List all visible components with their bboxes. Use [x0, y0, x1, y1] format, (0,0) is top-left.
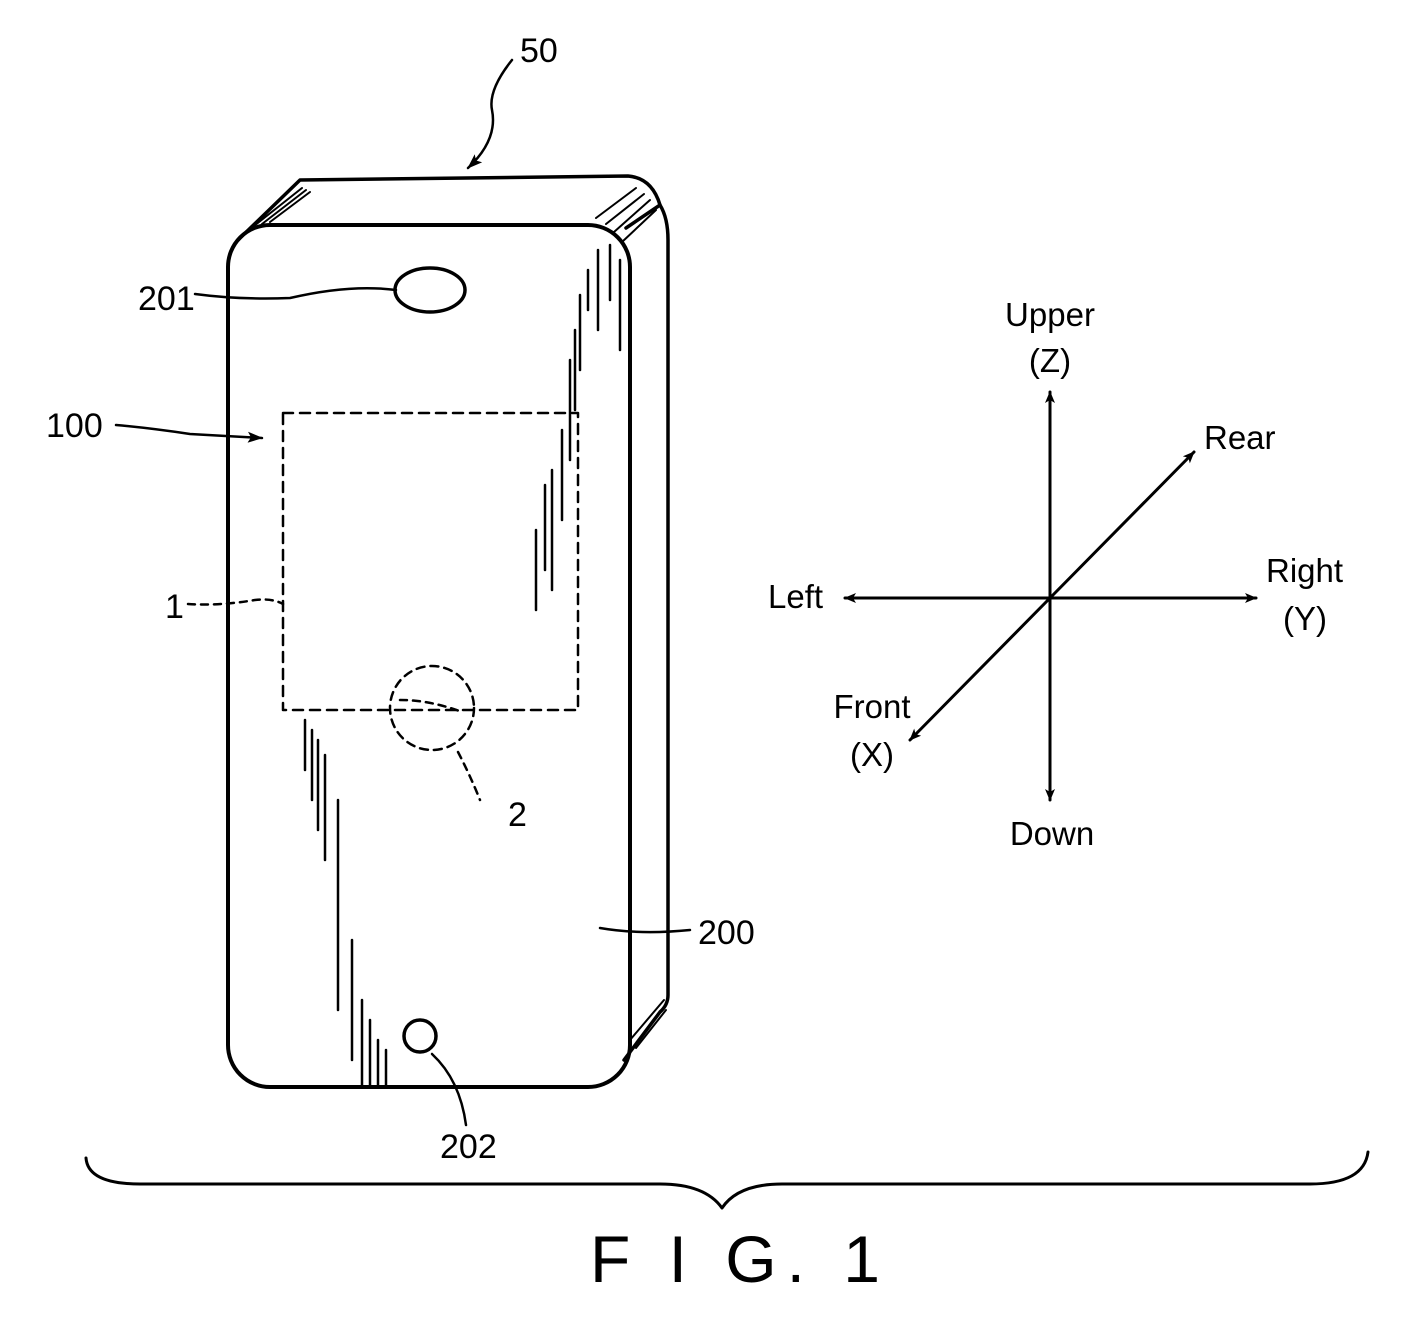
leader-200	[600, 928, 690, 932]
label-202: 202	[440, 1128, 497, 1166]
direction-front: Front	[833, 688, 910, 725]
label-100: 100	[46, 407, 103, 445]
direction-left: Left	[768, 578, 823, 615]
axis-y: (Y)	[1283, 600, 1327, 637]
label-2: 2	[508, 796, 527, 834]
leader-1	[188, 600, 283, 605]
figure-caption: F I G. 1	[590, 1222, 890, 1296]
direction-rear: Rear	[1204, 419, 1276, 456]
shading-lines	[305, 245, 620, 1085]
leader-201	[195, 288, 396, 298]
axis-x: (X)	[850, 736, 894, 773]
direction-down: Down	[1010, 815, 1094, 852]
label-1: 1	[165, 588, 184, 626]
label-200: 200	[698, 914, 755, 952]
bottom-right-bevel-lines	[630, 1000, 666, 1048]
phone-device	[228, 176, 668, 1087]
top-left-bevel-lines	[254, 188, 310, 226]
lower-opening	[404, 1020, 436, 1052]
dashed-circle-2	[390, 666, 474, 750]
leader-50	[468, 60, 512, 168]
device-front-face	[228, 225, 630, 1087]
leader-2	[458, 752, 480, 800]
direction-axes	[845, 392, 1256, 800]
leader-100	[116, 425, 262, 438]
device-top-face	[238, 176, 660, 240]
direction-upper: Upper	[1005, 296, 1095, 333]
axis-z: (Z)	[1029, 342, 1071, 379]
depth-axis-rear	[1050, 452, 1194, 598]
depth-axis-front	[910, 598, 1050, 740]
direction-right: Right	[1266, 552, 1343, 589]
leader-202	[432, 1054, 466, 1125]
label-50: 50	[520, 32, 558, 70]
grouping-brace	[86, 1152, 1368, 1208]
label-201: 201	[138, 280, 195, 318]
upper-opening	[395, 268, 465, 312]
leader-lines	[116, 60, 690, 1125]
